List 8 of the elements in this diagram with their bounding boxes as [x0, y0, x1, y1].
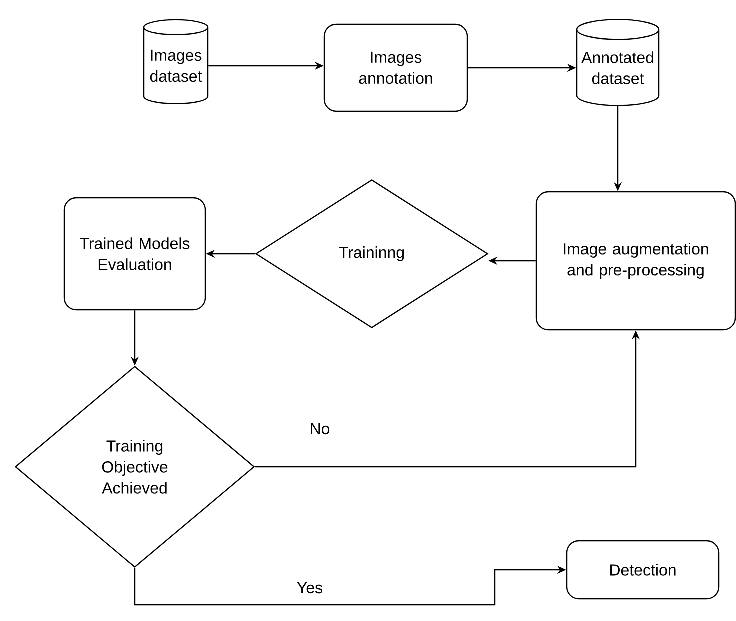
edge-label: Yes: [297, 582, 322, 594]
process-box: Detection: [566, 540, 720, 600]
process-box: Images annotation: [324, 24, 468, 112]
process-box: Trained Models Evaluation: [64, 197, 206, 311]
process-box: Image augmentation and pre-processing: [536, 191, 736, 331]
database-cylinder: Annotated dataset: [576, 19, 660, 106]
database-cylinder: Images dataset: [143, 19, 209, 105]
edge-label: No: [311, 423, 330, 435]
